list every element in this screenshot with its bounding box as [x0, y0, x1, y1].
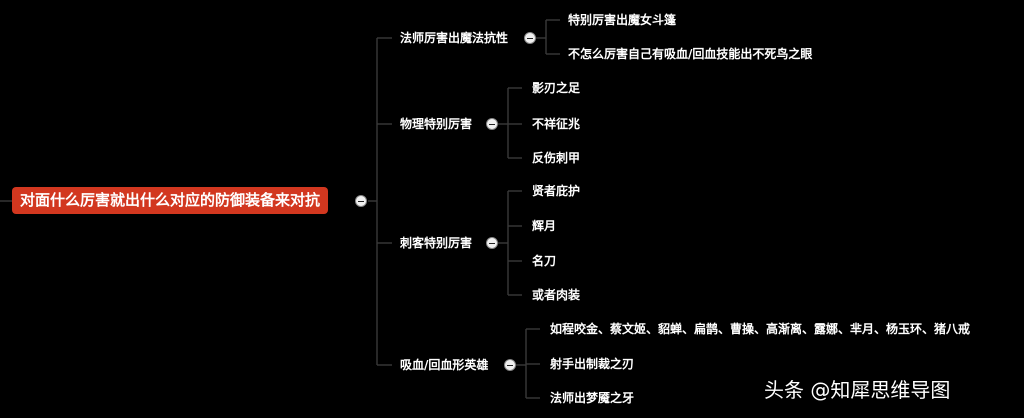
collapse-toggle-icon[interactable]	[355, 195, 367, 207]
leaf-topic[interactable]: 或者肉装	[532, 288, 581, 302]
leaf-topic[interactable]: 辉月	[532, 219, 557, 233]
collapse-toggle-icon[interactable]	[486, 237, 498, 249]
watermark-text: 头条 @知犀思维导图	[764, 378, 951, 402]
leaf-topic[interactable]: 不怎么厉害自己有吸血/回血技能出不死鸟之眼	[568, 47, 813, 61]
leaf-topic[interactable]: 贤者庇护	[532, 184, 581, 198]
branch-topic-physical[interactable]: 物理特别厉害	[400, 117, 473, 131]
leaf-topic[interactable]: 反伤刺甲	[532, 151, 581, 165]
collapse-toggle-icon[interactable]	[524, 32, 536, 44]
collapse-toggle-icon[interactable]	[486, 118, 498, 130]
leaf-topic[interactable]: 影刃之足	[532, 81, 581, 95]
leaf-topic[interactable]: 特别厉害出魔女斗篷	[568, 13, 677, 27]
branch-topic-magic-defense[interactable]: 法师厉害出魔法抗性	[400, 31, 509, 45]
branch-topic-lifesteal[interactable]: 吸血/回血形英雄	[400, 358, 489, 372]
root-topic[interactable]: 对面什么厉害就出什么对应的防御装备来对抗	[12, 187, 329, 214]
collapse-toggle-icon[interactable]	[504, 359, 516, 371]
leaf-topic[interactable]: 如程咬金、蔡文姬、貂蝉、扁鹊、曹操、高渐离、露娜、芈月、杨玉环、猪八戒	[550, 322, 971, 336]
leaf-topic[interactable]: 名刀	[532, 254, 557, 268]
leaf-topic[interactable]: 法师出梦魇之牙	[550, 391, 635, 405]
leaf-topic[interactable]: 射手出制裁之刃	[550, 357, 635, 371]
leaf-topic[interactable]: 不祥征兆	[532, 117, 581, 131]
branch-topic-assassin[interactable]: 刺客特别厉害	[400, 236, 473, 250]
